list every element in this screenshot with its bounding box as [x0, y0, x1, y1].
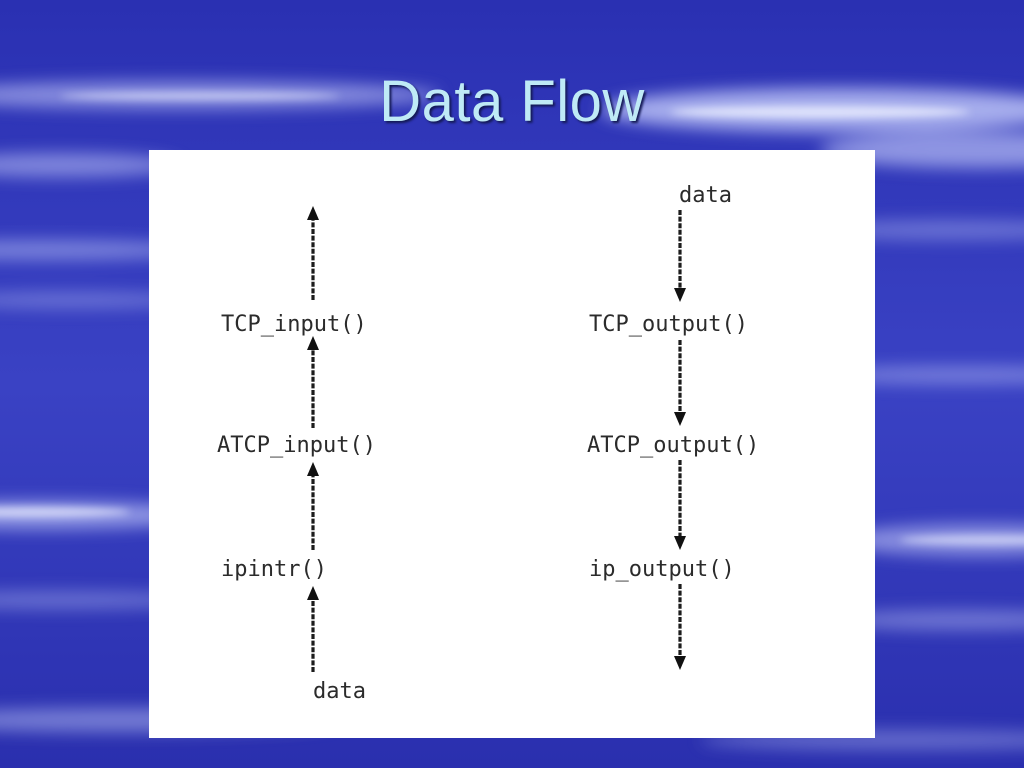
output-arrowhead-1: [674, 288, 686, 302]
output-data-source: data: [679, 183, 732, 208]
output-path: data TCP_output() ATCP_output() ip_outpu…: [587, 183, 759, 670]
input-node-ipintr: ipintr(): [221, 557, 327, 582]
output-node-atcp: ATCP_output(): [587, 433, 759, 458]
slide-title: Data Flow: [379, 69, 645, 134]
diagram-panel: TCP_input() ATCP_input() ipintr() data d…: [149, 150, 875, 738]
input-node-tcp: TCP_input(): [221, 312, 367, 337]
data-flow-diagram: TCP_input() ATCP_input() ipintr() data d…: [217, 183, 759, 704]
input-node-atcp: ATCP_input(): [217, 433, 376, 458]
input-data-source: data: [313, 679, 366, 704]
input-path: TCP_input() ATCP_input() ipintr() data: [217, 206, 376, 704]
output-arrowhead-2: [674, 412, 686, 426]
input-arrowhead-2: [307, 336, 319, 350]
output-node-ip-output: ip_output(): [589, 557, 735, 582]
input-arrowhead-3: [307, 462, 319, 476]
output-arrowhead-bottom: [674, 656, 686, 670]
input-arrowhead-top: [307, 206, 319, 220]
output-arrowhead-3: [674, 536, 686, 550]
input-arrowhead-bottom: [307, 586, 319, 600]
output-node-tcp: TCP_output(): [589, 312, 748, 337]
